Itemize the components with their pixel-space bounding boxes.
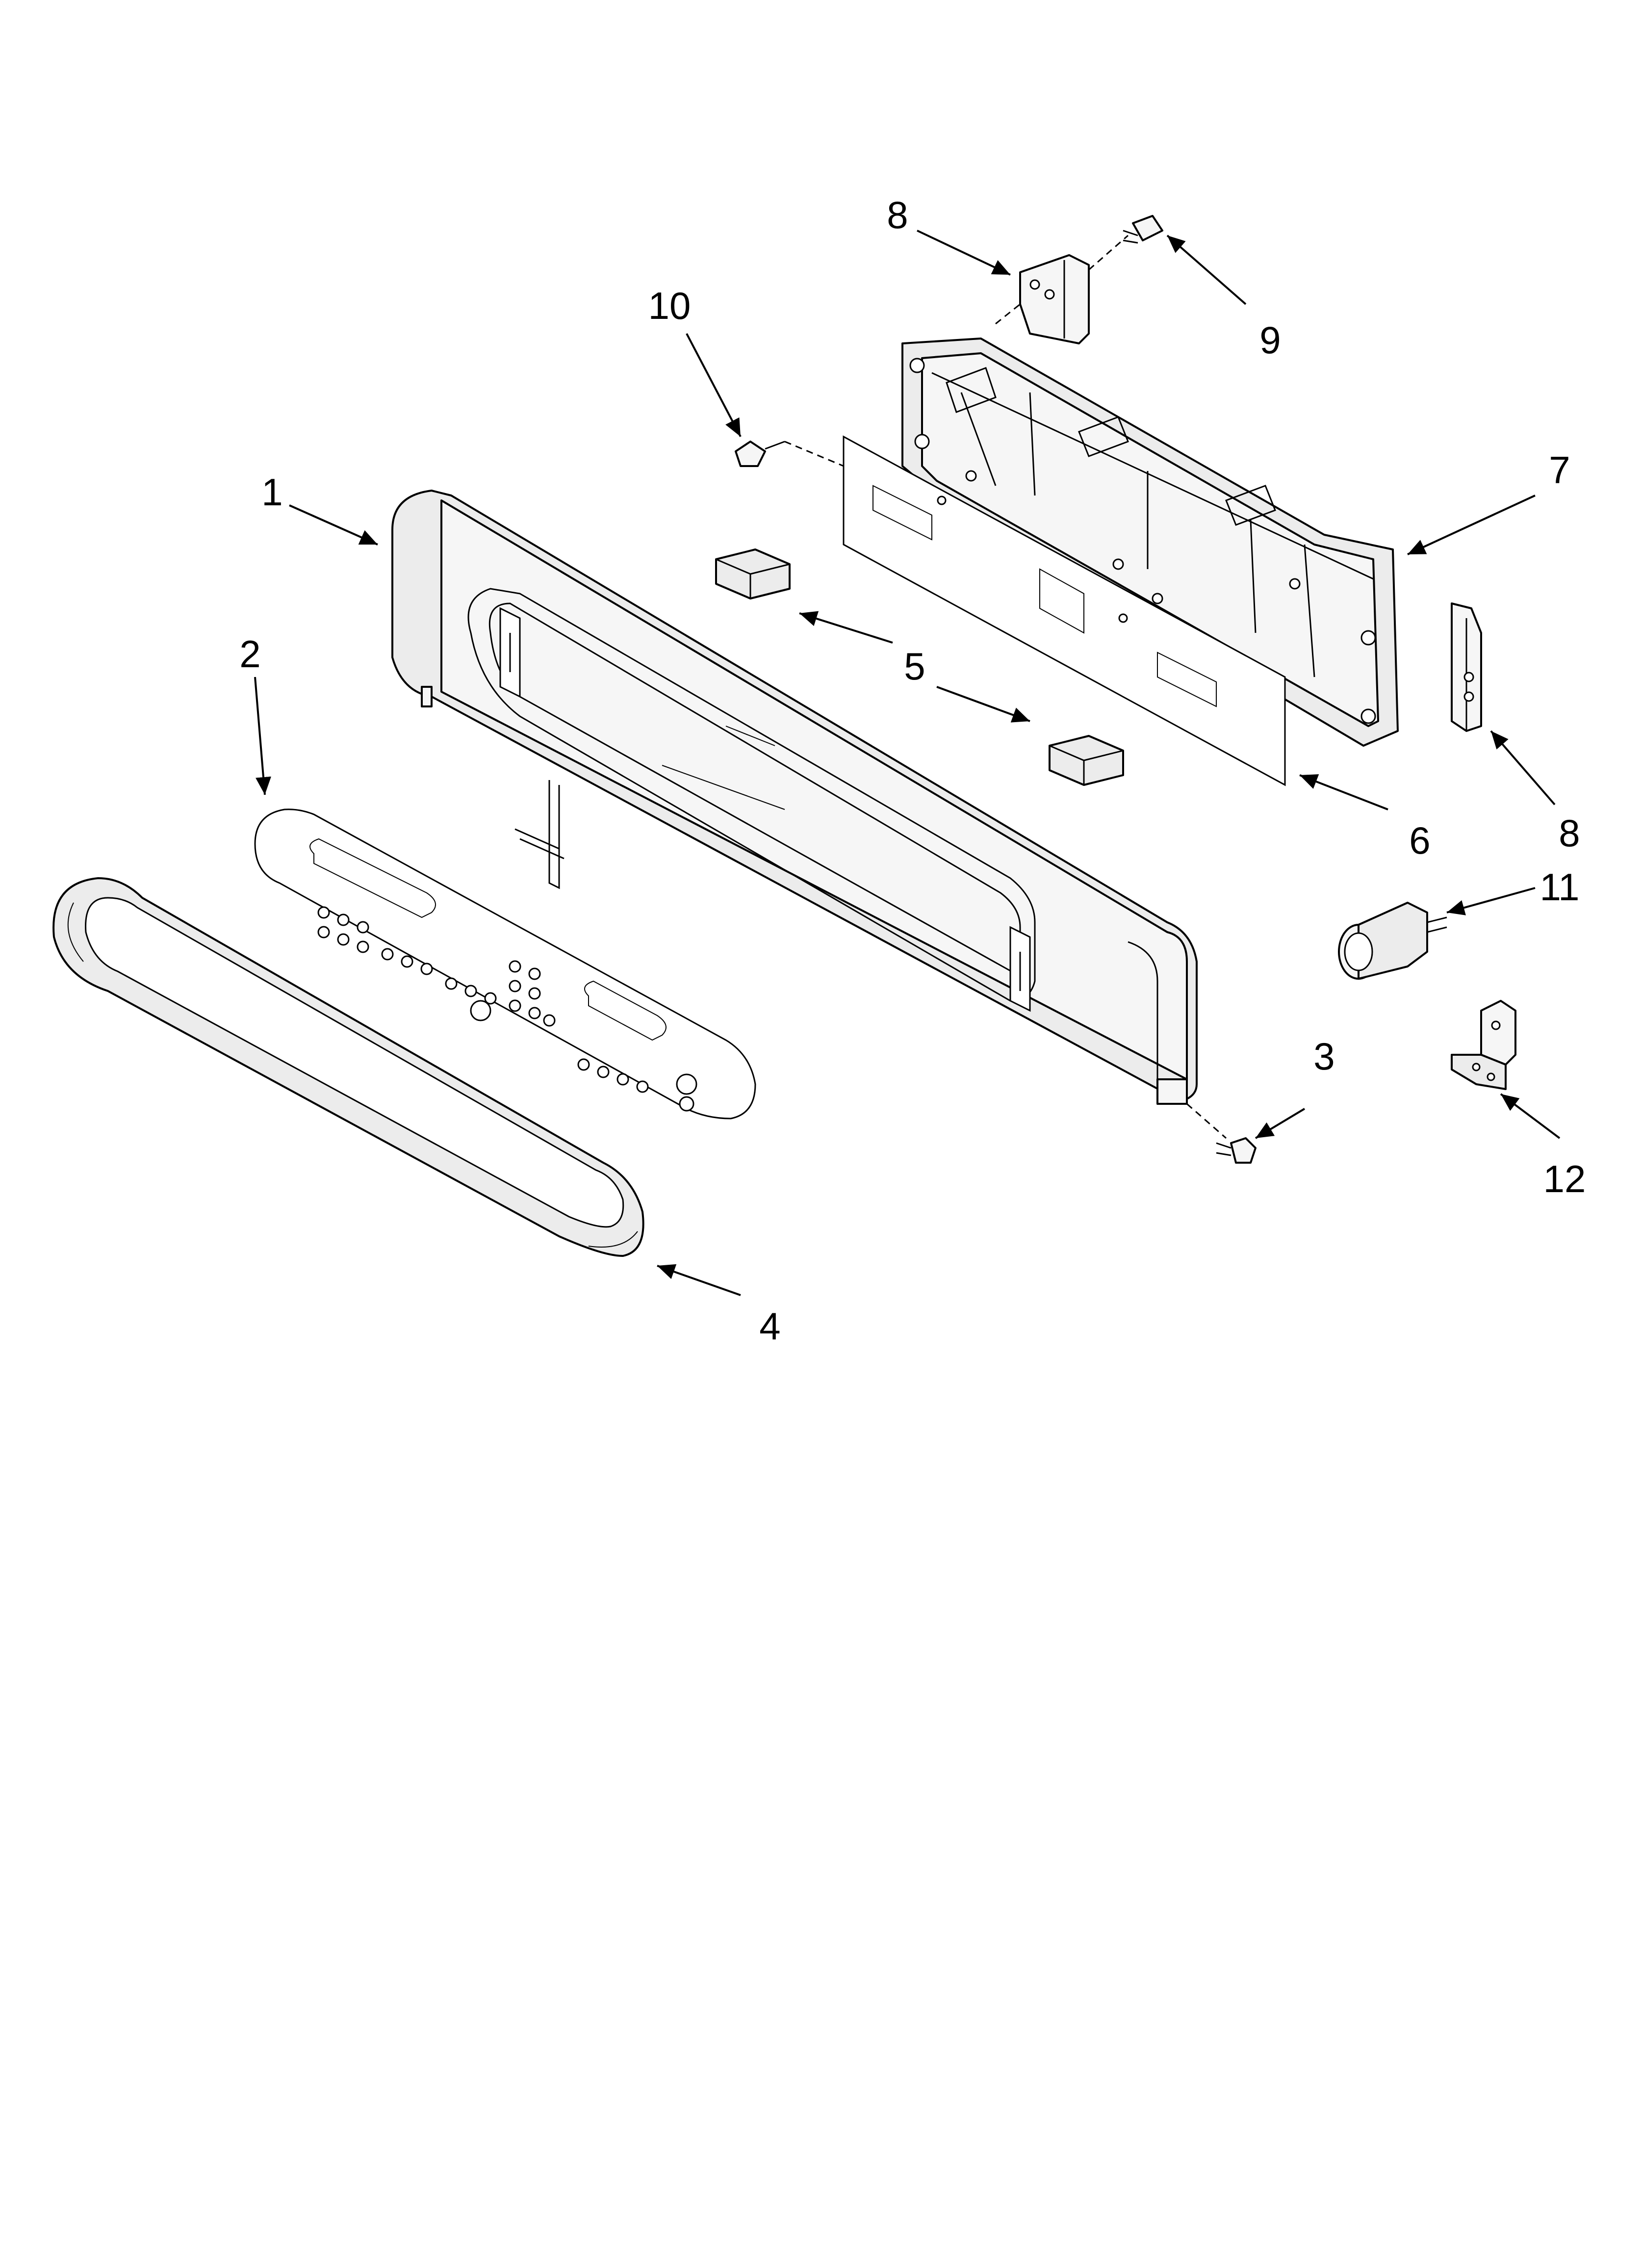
leader-10 (686, 333, 742, 437)
leader-6 (1299, 774, 1388, 810)
leader-2 (254, 677, 271, 795)
leader-5-right (936, 686, 1030, 723)
part-11-connector (1338, 902, 1447, 980)
part-1-control-panel (391, 490, 1198, 1105)
callout-3: 3 (1313, 1035, 1334, 1078)
part-6-control-board (843, 435, 1286, 786)
part-8-mounting-bracket-top (995, 254, 1090, 344)
callout-1: 1 (261, 470, 282, 514)
part-12-angle-bracket (1451, 1000, 1516, 1090)
callout-labels: 1 2 3 4 5 6 7 8 8 9 10 11 12 (239, 193, 1586, 1348)
callout-8-right: 8 (1559, 811, 1580, 855)
part-4-trim-bezel (52, 877, 644, 1257)
leader-11 (1446, 887, 1536, 915)
callout-11: 11 (1540, 865, 1580, 909)
callout-6: 6 (1409, 819, 1430, 862)
part-5-clip-left (715, 548, 791, 600)
callout-9: 9 (1259, 318, 1281, 362)
leader-8-right (1490, 730, 1556, 806)
part-2-membrane-overlay (254, 780, 756, 1120)
callout-10: 10 (648, 284, 691, 327)
part-8-mounting-bracket-right (1451, 602, 1482, 732)
callout-8-top: 8 (887, 193, 908, 236)
leader-9 (1166, 235, 1247, 305)
callout-7: 7 (1549, 448, 1570, 492)
leader-5-left (799, 611, 893, 644)
callout-5: 5 (904, 645, 925, 688)
callout-4: 4 (759, 1304, 780, 1348)
part-3-screw (1186, 1103, 1257, 1164)
leader-lines (254, 230, 1561, 1296)
part-9-screw (1088, 215, 1163, 271)
callout-12: 12 (1543, 1157, 1586, 1200)
leader-7 (1407, 495, 1536, 555)
part-7-control-housing (901, 338, 1399, 747)
leader-3 (1255, 1108, 1306, 1139)
leader-8-top (917, 230, 1011, 276)
leader-12 (1500, 1093, 1561, 1139)
leader-4 (657, 1264, 741, 1296)
part-10-screw (735, 441, 844, 467)
leader-1 (289, 504, 378, 546)
part-5-clip-right (1049, 735, 1124, 786)
callout-2: 2 (239, 632, 260, 676)
